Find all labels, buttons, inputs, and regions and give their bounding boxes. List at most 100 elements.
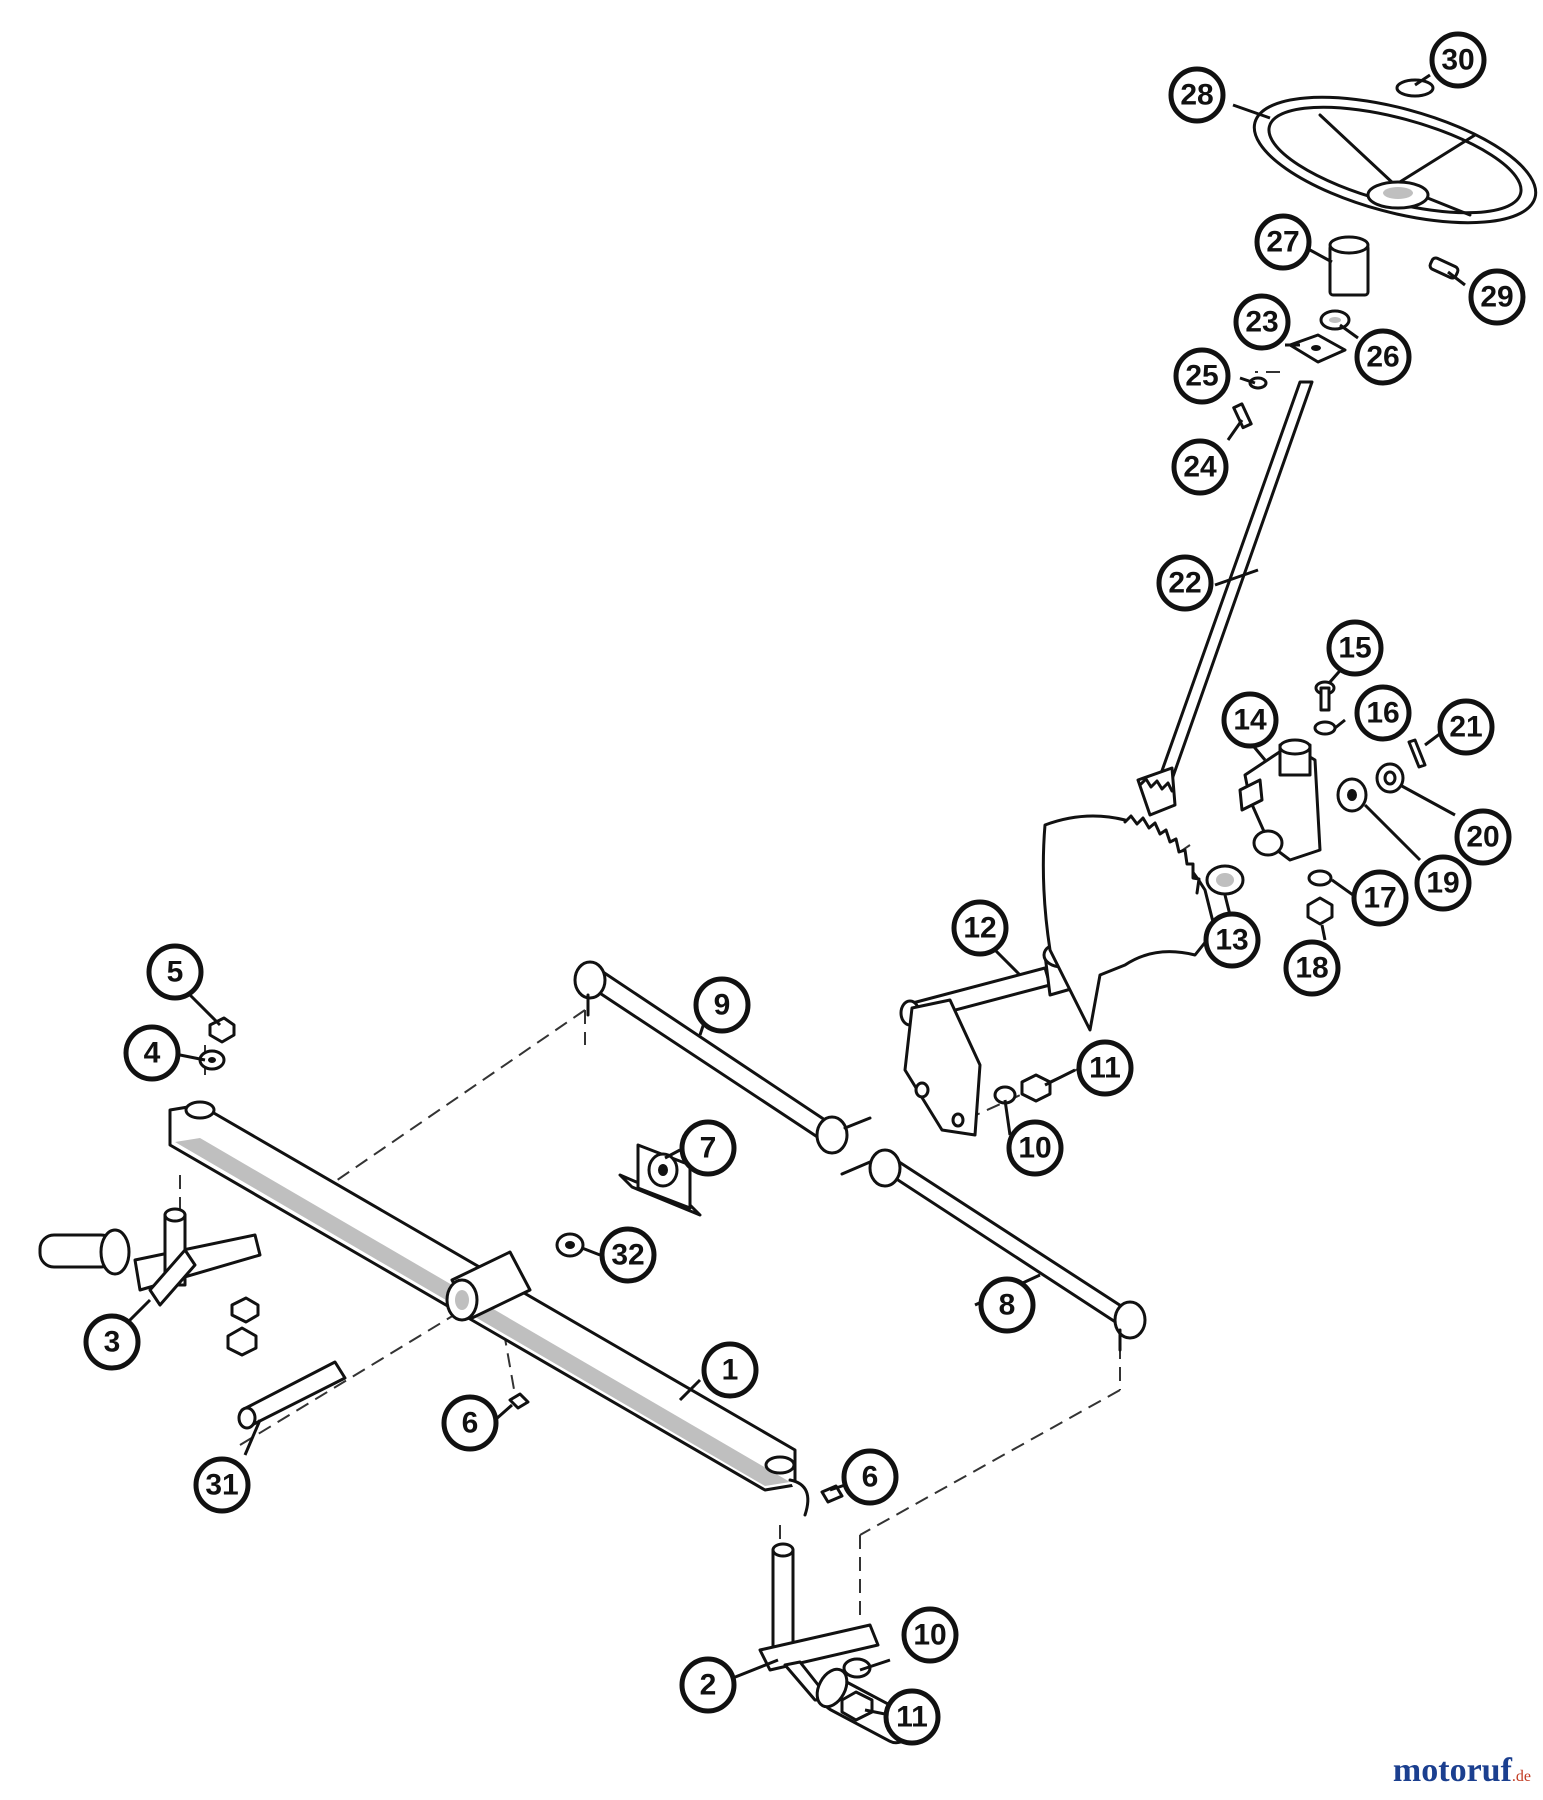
callout-28-label: 28 bbox=[1180, 79, 1213, 112]
left-spindle-nuts bbox=[226, 1296, 260, 1357]
callout-20-label: 20 bbox=[1466, 821, 1499, 854]
left-spindle bbox=[38, 1207, 262, 1307]
callout-32-label: 32 bbox=[611, 1239, 644, 1272]
callout-14-label: 14 bbox=[1233, 704, 1267, 737]
steering-shaft bbox=[1136, 380, 1314, 817]
washer-20 bbox=[1375, 762, 1405, 794]
callout-29-label: 29 bbox=[1480, 281, 1513, 314]
nut-18 bbox=[1306, 896, 1334, 926]
callout-27-label: 27 bbox=[1266, 226, 1299, 259]
cotter-pin-21 bbox=[1407, 738, 1427, 769]
callout-20: 20 bbox=[1454, 808, 1512, 866]
callout-17-label: 17 bbox=[1363, 882, 1396, 915]
callout-25-label: 25 bbox=[1185, 360, 1218, 393]
callout-4-label: 4 bbox=[144, 1037, 161, 1070]
lower-tie-rod bbox=[840, 1148, 1147, 1352]
callout-21-label: 21 bbox=[1449, 711, 1482, 744]
site-watermark: motoruf.de bbox=[1393, 1752, 1531, 1790]
callout-2-label: 2 bbox=[700, 1669, 717, 1702]
callout-8: 8 bbox=[978, 1276, 1036, 1334]
washer-26 bbox=[1319, 309, 1351, 331]
pivot-tube bbox=[445, 1250, 532, 1322]
watermark-brand: motoruf bbox=[1392, 1752, 1512, 1789]
washer-19 bbox=[1336, 777, 1368, 813]
callout-7: 7 bbox=[679, 1119, 737, 1177]
callout-11-upper: 11 bbox=[1076, 1039, 1134, 1097]
callout-23-label: 23 bbox=[1245, 306, 1278, 339]
callout-12-label: 12 bbox=[963, 912, 996, 945]
watermark-tld: .de bbox=[1511, 1768, 1531, 1785]
callout-11-lower-label: 11 bbox=[896, 1701, 928, 1734]
spacer-27 bbox=[1328, 235, 1370, 297]
pillow-block-bearing bbox=[618, 1143, 702, 1217]
callout-29: 29 bbox=[1468, 268, 1526, 326]
callout-2: 2 bbox=[679, 1656, 737, 1714]
callout-5-label: 5 bbox=[167, 956, 184, 989]
callout-10-lower-label: 10 bbox=[913, 1619, 946, 1652]
callout-26: 26 bbox=[1354, 328, 1412, 386]
callout-21: 21 bbox=[1437, 698, 1495, 756]
callout-28: 28 bbox=[1168, 66, 1226, 124]
grease-fitting-left bbox=[508, 1392, 530, 1410]
callout-11-lower: 11 bbox=[883, 1688, 941, 1746]
callout-15-label: 15 bbox=[1338, 632, 1371, 665]
callout-5: 5 bbox=[146, 943, 204, 1001]
callout-22: 22 bbox=[1156, 554, 1214, 612]
callout-30: 30 bbox=[1429, 31, 1487, 89]
callout-23: 23 bbox=[1233, 293, 1291, 351]
collar-23 bbox=[1288, 333, 1347, 364]
washer-25 bbox=[1248, 376, 1268, 390]
callout-15: 15 bbox=[1326, 619, 1384, 677]
callout-10-upper-label: 10 bbox=[1018, 1132, 1051, 1165]
pivot-pin bbox=[237, 1360, 347, 1430]
callout-19: 19 bbox=[1414, 854, 1472, 912]
callout-13: 13 bbox=[1203, 911, 1261, 969]
callout-9: 9 bbox=[693, 976, 751, 1034]
callout-13-label: 13 bbox=[1215, 924, 1248, 957]
nut-11-upper bbox=[1020, 1073, 1052, 1103]
callout-22-label: 22 bbox=[1168, 567, 1201, 600]
bushing-13 bbox=[1205, 864, 1245, 896]
cap-30 bbox=[1395, 78, 1435, 98]
callout-31: 31 bbox=[193, 1456, 251, 1514]
callout-6-right: 6 bbox=[841, 1448, 899, 1506]
upper-tie-rod bbox=[573, 960, 872, 1155]
callout-24-label: 24 bbox=[1183, 451, 1217, 484]
callout-18-label: 18 bbox=[1295, 952, 1328, 985]
callout-10-upper: 10 bbox=[1006, 1119, 1064, 1177]
callout-1: 1 bbox=[701, 1341, 759, 1399]
steering-sector-gear bbox=[1041, 814, 1217, 1032]
right-spindle-hardware bbox=[840, 1657, 874, 1722]
callout-6-left: 6 bbox=[441, 1394, 499, 1452]
callout-9-label: 9 bbox=[714, 989, 731, 1022]
callout-12: 12 bbox=[951, 899, 1009, 957]
callout-26-label: 26 bbox=[1366, 341, 1399, 374]
callout-7-label: 7 bbox=[700, 1132, 717, 1165]
callout-10-lower: 10 bbox=[901, 1606, 959, 1664]
steering-wheel bbox=[1252, 95, 1538, 225]
callout-3-label: 3 bbox=[104, 1326, 121, 1359]
callout-32: 32 bbox=[599, 1226, 657, 1284]
bolt-15 bbox=[1314, 680, 1336, 712]
callout-19-label: 19 bbox=[1426, 867, 1459, 900]
callout-17: 17 bbox=[1351, 869, 1409, 927]
callout-18: 18 bbox=[1283, 939, 1341, 997]
callout-11-upper-label: 11 bbox=[1089, 1052, 1121, 1085]
callout-8-label: 8 bbox=[999, 1289, 1016, 1322]
callout-4: 4 bbox=[123, 1024, 181, 1082]
callout-27: 27 bbox=[1254, 213, 1312, 271]
cap-5 bbox=[208, 1016, 236, 1044]
callout-25: 25 bbox=[1173, 347, 1231, 405]
callout-30-label: 30 bbox=[1441, 44, 1474, 77]
steering-sector-shaft bbox=[899, 941, 1087, 1137]
callout-6-left-label: 6 bbox=[462, 1407, 479, 1440]
washer-17 bbox=[1307, 869, 1333, 887]
callout-16: 16 bbox=[1354, 684, 1412, 742]
callout-31-label: 31 bbox=[205, 1469, 238, 1502]
callout-6-right-label: 6 bbox=[862, 1461, 879, 1494]
screw-24 bbox=[1232, 402, 1253, 430]
callout-3: 3 bbox=[83, 1313, 141, 1371]
steering-bracket bbox=[1238, 738, 1322, 862]
callout-1-label: 1 bbox=[722, 1354, 739, 1387]
callout-16-label: 16 bbox=[1366, 697, 1399, 730]
